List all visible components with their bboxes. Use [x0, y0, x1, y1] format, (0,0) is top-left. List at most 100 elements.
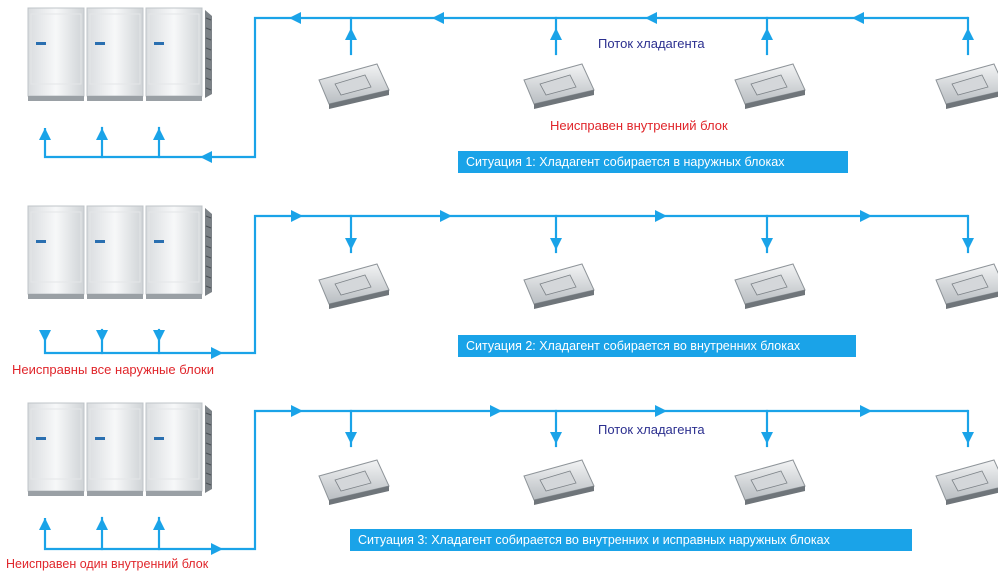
outdoor-arrow-1-1	[96, 128, 108, 140]
flow-arrow-1-3	[852, 12, 864, 24]
drop-arrow-3-2	[761, 432, 773, 444]
flow-arrow-2-1	[440, 210, 452, 222]
cassette-grille	[951, 470, 989, 492]
outdoor-unit-panel	[148, 408, 200, 480]
flow-arrow-2-0	[291, 210, 303, 222]
outdoor-unit-base	[28, 96, 84, 101]
cassette-grille	[951, 274, 989, 296]
outdoor-unit-base	[87, 294, 143, 299]
indoor-cassette-2-3	[935, 263, 998, 309]
outdoor-unit-grille-line	[205, 47, 212, 51]
flow-arrow-1-0	[289, 12, 301, 24]
flow-arrow-2-2	[655, 210, 667, 222]
cassette-edge	[946, 487, 998, 505]
cassette-edge	[534, 290, 594, 309]
drop-arrow-3-3	[962, 432, 974, 444]
outdoor-unit-grille-line	[205, 235, 212, 239]
outdoor-unit-grille-line	[205, 265, 212, 269]
cassette-edge	[946, 291, 998, 309]
outdoor-unit-module	[27, 7, 85, 97]
outdoor-unit-module	[27, 205, 85, 295]
outdoor-unit-grille-line	[205, 225, 212, 229]
outdoor-unit-module	[145, 205, 203, 295]
outdoor-unit-side	[205, 405, 212, 493]
flow-arrow-3-2	[655, 405, 667, 417]
flow-label-1: Поток хладагента	[598, 36, 705, 51]
outdoor-arrow-2-2	[153, 330, 165, 342]
outdoor-unit-logo	[154, 42, 164, 45]
fault-label-1: Неисправен внутренний блок	[550, 118, 728, 133]
return-arrow-2	[211, 347, 223, 359]
outdoor-arrow-2-1	[96, 330, 108, 342]
outdoor-arrow-1-2	[153, 128, 165, 140]
flow-arrow-1-2	[645, 12, 657, 24]
outdoor-unit-panel	[148, 13, 200, 85]
outdoor-unit-group-2	[27, 205, 212, 299]
indoor-cassette-3-1	[523, 459, 595, 505]
riser-arrow-1-2	[761, 28, 773, 40]
outdoor-unit-logo	[95, 437, 105, 440]
outdoor-unit-grille-line	[205, 472, 212, 476]
drop-arrow-2-3	[962, 238, 974, 250]
outdoor-unit-logo	[154, 240, 164, 243]
outdoor-unit-grille-line	[205, 275, 212, 279]
outdoor-unit-logo	[154, 437, 164, 440]
outdoor-unit-side	[205, 208, 212, 296]
outdoor-unit-grille-line	[205, 87, 212, 91]
outdoor-unit-panel	[30, 211, 82, 283]
outdoor-arrow-3-0	[39, 518, 51, 530]
fault-label-2: Неисправны все наружные блоки	[12, 362, 214, 377]
outdoor-unit-grille-line	[205, 285, 212, 289]
outdoor-unit-module	[27, 402, 85, 492]
riser-arrow-1-1	[550, 28, 562, 40]
outdoor-unit-logo	[36, 437, 46, 440]
riser-arrow-1-0	[345, 28, 357, 40]
outdoor-unit-base	[87, 96, 143, 101]
drop-arrow-2-2	[761, 238, 773, 250]
indoor-cassette-2-2	[734, 263, 806, 309]
flow-arrow-3-1	[490, 405, 502, 417]
outdoor-unit-base	[146, 294, 202, 299]
outdoor-unit-grille-line	[205, 412, 212, 416]
outdoor-unit-logo	[95, 240, 105, 243]
outdoor-unit-grille-line	[205, 452, 212, 456]
outdoor-unit-grille-line	[205, 462, 212, 466]
cassette-grille	[539, 274, 577, 296]
outdoor-unit-module	[145, 402, 203, 492]
cassette-edge	[329, 486, 389, 505]
outdoor-unit-grille-line	[205, 67, 212, 71]
drop-arrow-3-1	[550, 432, 562, 444]
outdoor-unit-panel	[89, 13, 141, 85]
outdoor-unit-grille-line	[205, 255, 212, 259]
outdoor-unit-grille-line	[205, 245, 212, 249]
caption-box-2: Ситуация 2: Хладагент собирается во внут…	[458, 335, 856, 357]
indoor-cassette-1-1	[523, 63, 595, 109]
outdoor-unit-panel	[148, 211, 200, 283]
outdoor-unit-grille-line	[205, 27, 212, 31]
cassette-edge	[745, 486, 805, 505]
pipe-main-2	[43, 214, 968, 355]
riser-arrow-1-3	[962, 28, 974, 40]
cassette-edge	[534, 486, 594, 505]
cassette-grille	[334, 470, 372, 492]
units-layer	[27, 7, 998, 505]
outdoor-unit-panel	[30, 13, 82, 85]
caption-box-1: Ситуация 1: Хладагент собирается в наруж…	[458, 151, 848, 173]
return-arrow-3	[211, 543, 223, 555]
outdoor-unit-grille-line	[205, 432, 212, 436]
drop-arrow-2-0	[345, 238, 357, 250]
cassette-grille	[539, 470, 577, 492]
outdoor-unit-base	[28, 294, 84, 299]
outdoor-unit-grille-line	[205, 77, 212, 81]
outdoor-unit-grille-line	[205, 17, 212, 21]
cassette-edge	[946, 91, 998, 109]
outdoor-arrow-1-0	[39, 128, 51, 140]
cassette-grille	[750, 470, 788, 492]
cassette-edge	[745, 290, 805, 309]
outdoor-unit-group-3	[27, 402, 212, 496]
arrows-layer	[39, 12, 974, 555]
flow-arrow-1-1	[432, 12, 444, 24]
outdoor-unit-grille-line	[205, 422, 212, 426]
